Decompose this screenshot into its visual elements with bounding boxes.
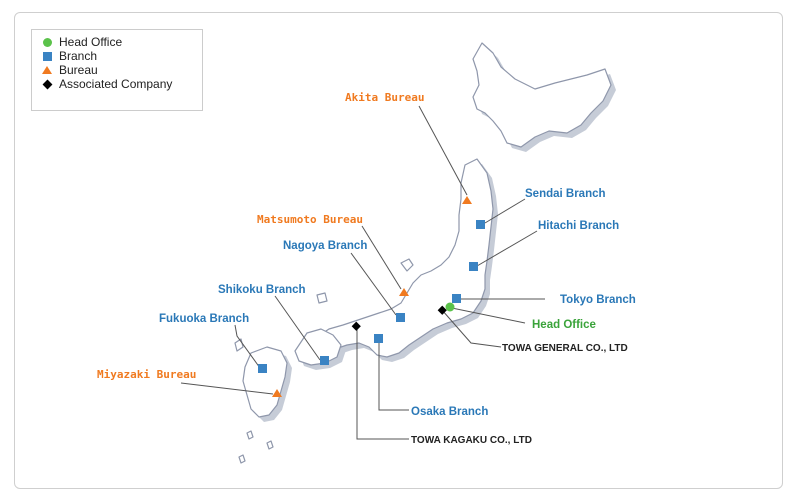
towa-general-marker (437, 305, 447, 315)
hitachi-branch-label[interactable]: Hitachi Branch (538, 220, 620, 232)
towa-kagaku-marker (351, 321, 361, 331)
sendai-leader (484, 198, 526, 224)
kyushu (242, 346, 288, 418)
towa-general-leader (441, 309, 502, 348)
hokkaido (472, 42, 612, 148)
map-frame: Head Office Branch Bureau Associated Com… (14, 12, 783, 489)
legend-label: Branch (59, 49, 98, 63)
osaka-branch-marker (374, 334, 383, 343)
legend-label: Head Office (59, 35, 123, 49)
miyazaki-bureau-label[interactable]: Miyazaki Bureau (97, 368, 197, 381)
hitachi-leader (476, 230, 538, 267)
tsushima (234, 338, 244, 352)
legend-item-branch: Branch (40, 49, 194, 63)
nagoya-branch-label[interactable]: Nagoya Branch (283, 240, 368, 252)
leader-lines (180, 105, 545, 440)
head-office-leader (446, 306, 526, 324)
shikoku-branch-marker (320, 356, 329, 365)
tokyo-branch-label[interactable]: Tokyo Branch (560, 294, 636, 306)
honshu (312, 158, 494, 358)
towa-kagaku-label[interactable]: TOWA KAGAKU CO., LTD (411, 435, 532, 446)
matsumoto-leader (361, 225, 402, 290)
shikoku-branch-label[interactable]: Shikoku Branch (218, 284, 306, 296)
akita-leader (418, 105, 468, 196)
oki-island (316, 292, 328, 304)
tokyo-branch-marker (452, 294, 461, 303)
nagoya-leader (350, 252, 397, 316)
legend-label: Bureau (59, 63, 98, 77)
japan-map (180, 42, 616, 464)
fukuoka-branch-marker (258, 364, 267, 373)
associated-company-legend-icon (42, 79, 52, 89)
legend-item-head-office: Head Office (40, 35, 194, 49)
hitachi-branch-marker (469, 262, 478, 271)
markers (258, 196, 485, 397)
nagoya-branch-marker (396, 313, 405, 322)
legend: Head Office Branch Bureau Associated Com… (31, 29, 203, 111)
land (234, 42, 612, 464)
matsumoto-bureau-marker (399, 288, 409, 296)
sado-island (400, 258, 414, 272)
fukuoka-leader (234, 324, 261, 369)
towa-general-label[interactable]: TOWA GENERAL CO., LTD (502, 343, 628, 354)
sendai-branch-marker (476, 220, 485, 229)
southern-islets (238, 430, 274, 464)
akita-bureau-marker (462, 196, 472, 204)
legend-item-associated-company: Associated Company (40, 77, 194, 91)
osaka-branch-label[interactable]: Osaka Branch (411, 406, 489, 418)
miyazaki-leader (180, 382, 274, 395)
fukuoka-branch-label[interactable]: Fukuoka Branch (159, 313, 250, 325)
head-office-marker (445, 302, 455, 312)
legend-item-bureau: Bureau (40, 63, 194, 77)
bureau-legend-icon (42, 66, 52, 74)
towa-kagaku-leader (356, 327, 409, 440)
akita-bureau-label[interactable]: Akita Bureau (345, 91, 425, 104)
branch-legend-icon (42, 51, 52, 61)
head-office-legend-icon (42, 37, 52, 47)
miyazaki-bureau-marker (272, 389, 282, 397)
shikoku-leader (274, 295, 321, 361)
osaka-leader (378, 340, 409, 411)
sendai-branch-label[interactable]: Sendai Branch (525, 188, 606, 200)
legend-label: Associated Company (59, 77, 173, 91)
head-office-label[interactable]: Head Office (532, 319, 596, 331)
shikoku (294, 328, 342, 366)
matsumoto-bureau-label[interactable]: Matsumoto Bureau (257, 213, 363, 226)
